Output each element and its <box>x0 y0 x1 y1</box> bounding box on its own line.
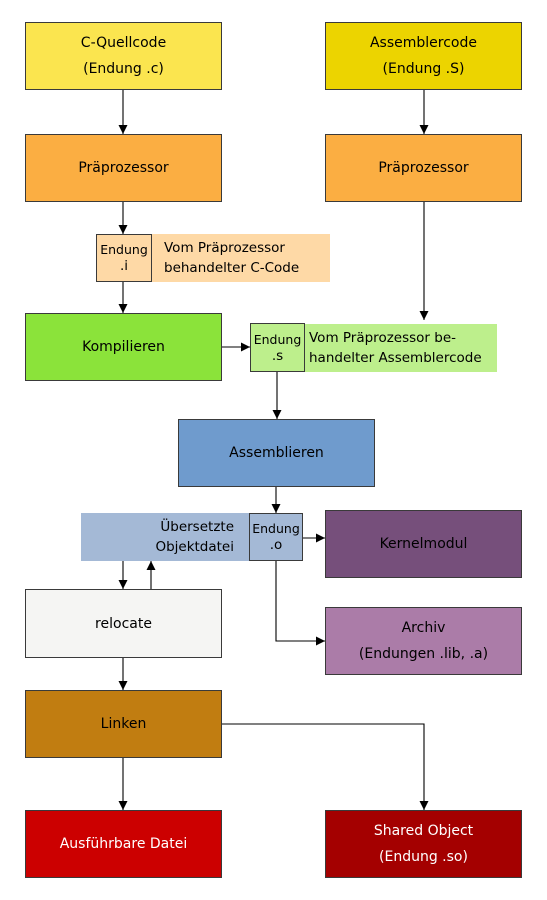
ext-i-label: Endung <box>100 242 148 257</box>
executable-node: Ausführbare Datei <box>25 810 222 878</box>
ext-s-value: .s <box>271 347 284 364</box>
preprocessor-c-node: Präprozessor <box>25 134 222 202</box>
archive-extension: (Endungen .lib, .a) <box>358 646 489 662</box>
asm-source-extension: (Endung .S) <box>382 61 465 77</box>
asm-source-node: Assemblercode (Endung .S) <box>325 22 522 90</box>
arrow-ext-o-to-archive <box>275 561 325 646</box>
ext-s-caption-line2: handelter Assemblercode <box>309 350 482 366</box>
compile-node: Kompilieren <box>25 313 222 381</box>
ext-i-caption-line2: behandelter C-Code <box>164 260 300 276</box>
ext-s-caption-line1: Vom Präprozessor be- <box>309 330 457 346</box>
ext-i-node: Endung .i <box>96 234 152 282</box>
preprocessor-c-label: Präprozessor <box>78 160 169 176</box>
kernel-module-label: Kernelmodul <box>379 536 468 552</box>
archive-title: Archiv <box>401 620 446 636</box>
ext-o-value: .o <box>269 537 283 553</box>
assemble-node: Assemblieren <box>178 419 375 487</box>
relocate-node: relocate <box>25 589 222 658</box>
archive-node: Archiv (Endungen .lib, .a) <box>325 607 522 675</box>
ext-o-caption-line1: Übersetzte <box>160 519 234 535</box>
ext-s-label: Endung <box>253 331 302 347</box>
ext-o-caption: Übersetzte Objektdatei <box>81 513 249 561</box>
ext-s-node: Endung .s <box>250 323 305 372</box>
preprocessor-asm-label: Präprozessor <box>378 160 469 176</box>
preprocessor-asm-node: Präprozessor <box>325 134 522 202</box>
ext-i-caption: Vom Präprozessor behandelter C-Code <box>151 234 330 282</box>
ext-s-caption: Vom Präprozessor be- handelter Assembler… <box>276 324 497 372</box>
link-node: Linken <box>25 690 222 758</box>
ext-i-value: .i <box>119 258 129 274</box>
c-source-node: C-Quellcode (Endung .c) <box>25 22 222 90</box>
ext-o-caption-line2: Objektdatei <box>155 539 234 555</box>
ext-o-label: Endung <box>252 521 300 536</box>
executable-label: Ausführbare Datei <box>59 836 188 852</box>
asm-source-title: Assemblercode <box>369 35 478 51</box>
arrow-link-to-shared-object <box>222 723 429 810</box>
kernel-module-node: Kernelmodul <box>325 510 522 578</box>
relocate-label: relocate <box>95 615 152 632</box>
link-label: Linken <box>100 716 147 732</box>
compile-label: Kompilieren <box>82 339 165 355</box>
shared-object-extension: (Endung .so) <box>379 849 468 865</box>
ext-o-node: Endung .o <box>249 513 303 561</box>
shared-object-title: Shared Object <box>373 823 474 839</box>
assemble-label: Assemblieren <box>229 445 324 461</box>
c-source-title: C-Quellcode <box>80 35 167 51</box>
shared-object-node: Shared Object (Endung .so) <box>325 810 522 878</box>
c-source-extension: (Endung .c) <box>83 61 164 77</box>
ext-i-caption-line1: Vom Präprozessor <box>164 240 285 256</box>
